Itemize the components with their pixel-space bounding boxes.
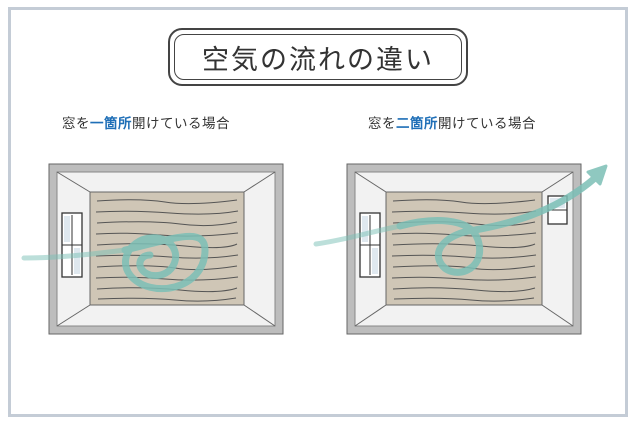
caption-right: 窓を二箇所開けている場合 <box>368 112 536 132</box>
caption-left-highlight: 一箇所 <box>90 116 132 132</box>
title-box-inner: 空気の流れの違い <box>174 34 462 80</box>
room-left <box>48 163 284 335</box>
caption-right-pre: 窓を <box>368 116 396 132</box>
caption-left-post: 開けている場合 <box>132 116 230 132</box>
caption-right-post: 開けている場合 <box>438 116 536 132</box>
caption-right-highlight: 二箇所 <box>396 116 438 132</box>
airflow-arrow-icon <box>313 164 608 276</box>
page-title: 空気の流れの違い <box>202 44 434 76</box>
title-box: 空気の流れの違い <box>168 28 468 86</box>
caption-left-pre: 窓を <box>62 116 90 132</box>
room-right <box>346 163 582 335</box>
window-icon <box>61 212 83 278</box>
window-icon <box>359 212 381 278</box>
airflow-swirl-icon <box>21 232 209 293</box>
outer-frame <box>8 7 628 417</box>
caption-left: 窓を一箇所開けている場合 <box>62 112 230 132</box>
